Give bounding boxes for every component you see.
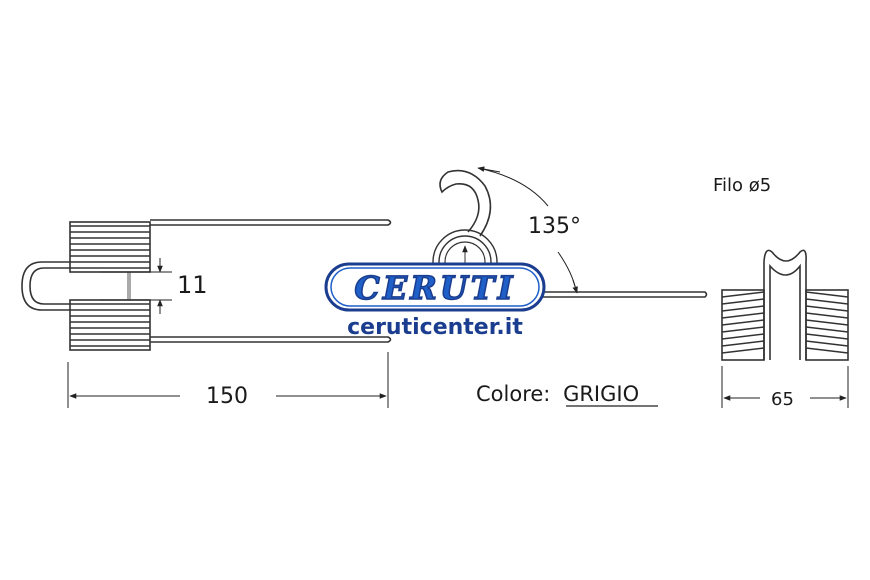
mounting-loop xyxy=(21,261,70,311)
end-view xyxy=(721,249,849,361)
end-bridge xyxy=(763,249,807,360)
angle-label: 135° xyxy=(528,214,581,239)
ceruti-logo: CERUTI xyxy=(324,262,546,312)
gap-label: 11 xyxy=(177,271,208,299)
wire-diameter-label: Filo ø5 xyxy=(713,175,771,196)
lower-coil xyxy=(69,299,151,351)
lower-tine xyxy=(150,336,392,343)
color-prefix: Colore: xyxy=(476,382,550,406)
upper-coil xyxy=(69,221,151,273)
length-label: 150 xyxy=(206,384,248,409)
color-value: GRIGIO xyxy=(563,382,639,406)
width-dimension xyxy=(721,366,849,408)
side-tine xyxy=(490,291,708,298)
logo-brand: CERUTI xyxy=(354,269,515,307)
upper-tine xyxy=(150,219,392,226)
angle-dimension xyxy=(477,166,578,294)
logo-url: ceruticenter.it xyxy=(347,315,523,340)
width-label: 65 xyxy=(771,389,794,410)
gap-dimension xyxy=(100,258,172,314)
color-note: Colore: GRIGIO xyxy=(476,382,639,406)
hook-arm xyxy=(439,169,492,237)
length-dimension xyxy=(67,352,389,408)
top-view xyxy=(21,219,392,351)
